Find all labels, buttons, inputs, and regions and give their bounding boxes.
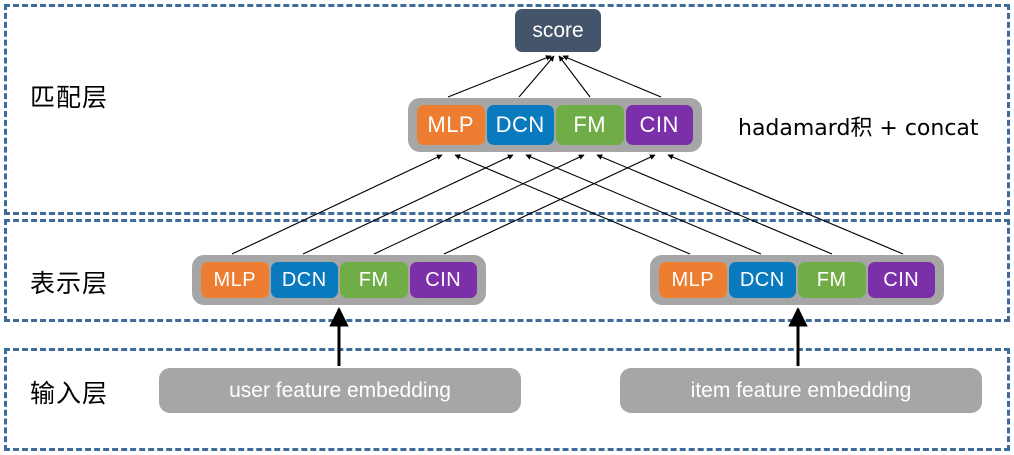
item-tower-module-group: MLP DCN FM CIN	[650, 255, 944, 305]
user-feature-embedding-box: user feature embedding	[159, 368, 521, 413]
user-module-fm[interactable]: FM	[340, 262, 408, 298]
item-feature-embedding-box: item feature embedding	[620, 368, 982, 413]
user-module-fm-label: FM	[358, 268, 389, 291]
matching-operation-note: hadamard积 + concat	[738, 116, 979, 141]
item-module-dcn-label: DCN	[739, 268, 785, 291]
matching-module-fm-label: FM	[573, 112, 607, 137]
item-module-fm-label: FM	[816, 268, 847, 291]
user-feature-embedding-label: user feature embedding	[229, 378, 451, 402]
matching-module-fm[interactable]: FM	[556, 105, 624, 145]
matching-module-cin[interactable]: CIN	[625, 105, 693, 145]
layer-label-representation: 表示层	[30, 269, 109, 298]
item-module-cin-label: CIN	[883, 268, 920, 291]
user-tower-module-group: MLP DCN FM CIN	[192, 255, 486, 305]
layer-label-input: 输入层	[30, 379, 109, 408]
item-module-mlp-label: MLP	[671, 268, 715, 291]
user-module-mlp-label: MLP	[213, 268, 257, 291]
item-module-dcn[interactable]: DCN	[728, 262, 796, 298]
matching-module-dcn-label: DCN	[495, 112, 545, 137]
user-module-cin-label: CIN	[425, 268, 462, 291]
user-module-mlp[interactable]: MLP	[201, 262, 269, 298]
item-module-mlp[interactable]: MLP	[659, 262, 727, 298]
item-module-fm[interactable]: FM	[798, 262, 866, 298]
score-box: score	[515, 9, 601, 52]
user-module-cin[interactable]: CIN	[409, 262, 477, 298]
user-module-dcn-label: DCN	[281, 268, 327, 291]
matching-module-mlp[interactable]: MLP	[417, 105, 485, 145]
matching-module-cin-label: CIN	[639, 112, 679, 137]
layer-label-matching: 匹配层	[30, 83, 109, 112]
item-feature-embedding-label: item feature embedding	[690, 378, 912, 402]
matching-module-mlp-label: MLP	[427, 112, 475, 137]
matching-module-group: MLP DCN FM CIN	[408, 98, 702, 152]
layer-frame-input	[4, 348, 1010, 451]
score-label: score	[532, 18, 584, 42]
item-module-cin[interactable]: CIN	[867, 262, 935, 298]
matching-module-dcn[interactable]: DCN	[486, 105, 554, 145]
user-module-dcn[interactable]: DCN	[270, 262, 338, 298]
